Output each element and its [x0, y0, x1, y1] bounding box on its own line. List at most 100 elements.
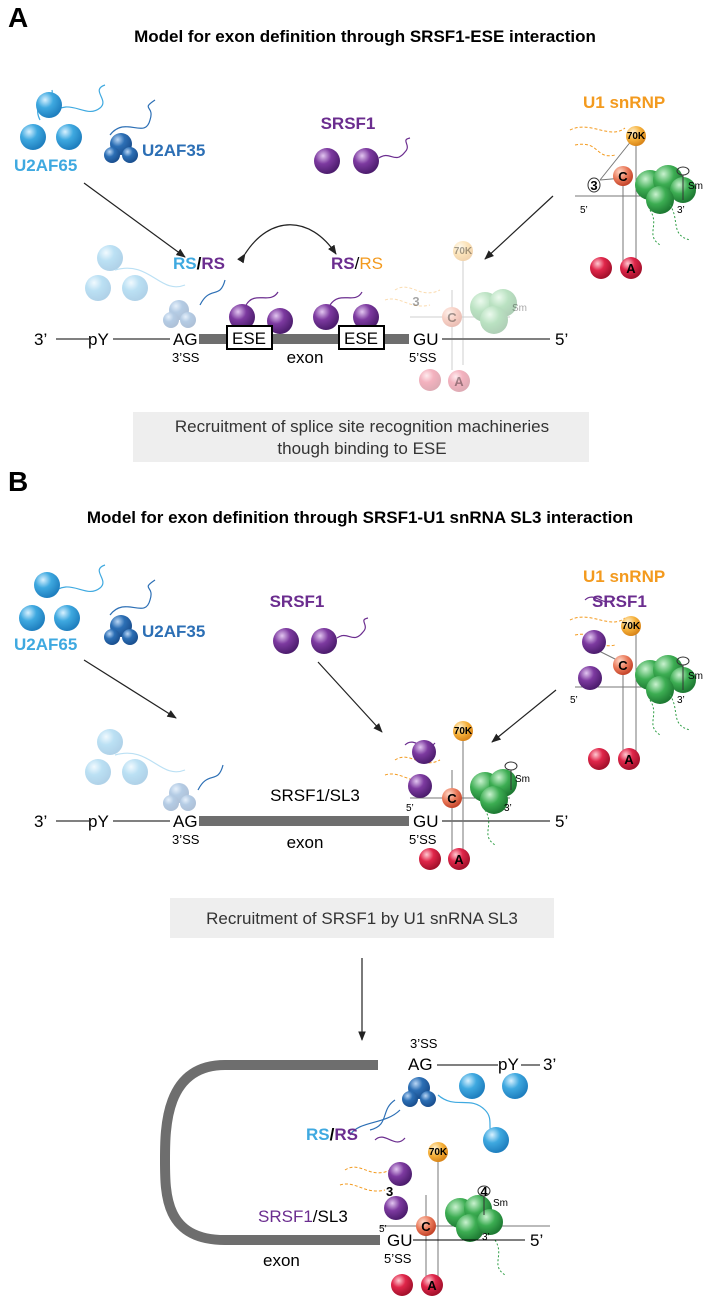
a-5ss: 5’SS [409, 350, 437, 365]
c-5ss: 5’SS [384, 1251, 412, 1266]
srsf1-label: SRSF1 [321, 114, 376, 133]
c-3ss: 3’SS [410, 1036, 438, 1051]
ese-label-1: ESE [232, 329, 266, 348]
arrow-b-srsf1 [317, 661, 383, 733]
c-3prime-u1: 3’ [482, 1232, 490, 1243]
sm-ring [635, 165, 696, 214]
b-5ss: 5’SS [409, 832, 437, 847]
a-py: pY [88, 330, 109, 349]
ese-box-1 [226, 325, 273, 350]
u2af35-protein [104, 99, 156, 163]
recruit-b-text: Recruitment of SRSF1 by U1 snRNA SL3 [206, 909, 518, 928]
u2af35-label: U2AF35 [142, 141, 205, 160]
u2af65-label: U2AF65 [14, 156, 77, 175]
a2-c: C [447, 310, 457, 325]
u2af-bound-c [349, 1073, 528, 1153]
a-gu: GU [413, 330, 439, 349]
a2-sm: Sm [512, 303, 527, 314]
c-c: C [421, 1219, 431, 1234]
a-exon: exon [287, 348, 324, 367]
b-u1-c: C [618, 658, 628, 673]
c-5prime: 5’ [530, 1231, 543, 1250]
double-arrow [237, 224, 337, 264]
c-ag: AG [408, 1055, 433, 1074]
a-3prime: 3’ [34, 330, 47, 349]
c-4: 4 [480, 1184, 488, 1199]
b-3ss: 3’SS [172, 832, 200, 847]
u1-5prime: 5’ [580, 205, 588, 216]
c-red3: 3 [386, 1184, 393, 1199]
c-sm: Sm [493, 1198, 508, 1209]
u1-3prime: 3’ [677, 205, 685, 216]
rs-left: RS/RS [173, 254, 225, 273]
ese-label-2: ESE [344, 329, 378, 348]
u1-srsf1-bound-b [384, 721, 518, 870]
u2af35-protein-b [104, 579, 156, 645]
panel-b-title: Model for exon definition through SRSF1-… [87, 508, 633, 527]
b-u1-70k: 70K [622, 621, 641, 632]
c-py: pY [498, 1055, 519, 1074]
a2-70k: 70K [454, 246, 473, 257]
b2-c: C [447, 791, 457, 806]
arrow-u2af-to-ag [83, 182, 186, 258]
c-3prime: 3’ [543, 1055, 556, 1074]
b2-5prime: 5’ [406, 803, 414, 814]
b-3prime: 3’ [34, 812, 47, 831]
exon-bar-a [199, 334, 409, 344]
recruit-box-b [170, 898, 554, 938]
u1snrnp-label-b: U1 snRNP [583, 567, 665, 586]
ese-box-2 [338, 325, 385, 350]
arrow-b-u2af [83, 659, 177, 719]
b-5prime: 5’ [555, 812, 568, 831]
c-rs: RS/RS [306, 1125, 358, 1144]
u2af65-protein [20, 84, 106, 150]
exon-bar-b [199, 816, 409, 826]
u2af-bound-faded-b [85, 729, 196, 811]
b-py: pY [88, 812, 109, 831]
c-5prime-u1: 5’ [379, 1224, 387, 1235]
u1-70k: 70K [627, 131, 646, 142]
b-u1-sm: Sm [688, 671, 703, 682]
recruit-a-line2: though binding to ESE [277, 439, 446, 458]
b2-sm: Sm [515, 774, 530, 785]
u1-sm: Sm [688, 181, 703, 192]
c-srsf1-sl3: SRSF1/SL3 [258, 1207, 348, 1226]
b-u1-5prime: 5’ [570, 695, 578, 706]
u2af65-protein-b [19, 564, 106, 631]
b-exon: exon [287, 833, 324, 852]
c-70k: 70K [429, 1147, 448, 1158]
u2af65-label-b: U2AF65 [14, 635, 77, 654]
u1-srsf1-bound-c [339, 1136, 550, 1296]
u1-bound-faded [384, 241, 517, 392]
b-u1-3prime: 3’ [677, 695, 685, 706]
recruit-a-line1: Recruitment of splice site recognition m… [175, 417, 549, 436]
b-sl3: SRSF1/SL3 [270, 786, 360, 805]
a-3ss: 3’SS [172, 350, 200, 365]
c-a: A [427, 1278, 437, 1293]
u1-srsf1-complex-b [569, 596, 696, 770]
arrow-b-u1 [491, 689, 557, 743]
b2-70k: 70K [454, 726, 473, 737]
rs-right: RS/RS [331, 254, 383, 273]
u1snrnp-complex [569, 126, 696, 279]
a-5prime: 5’ [555, 330, 568, 349]
recruit-box-a [133, 412, 589, 462]
a2-a: A [454, 374, 464, 389]
b-gu: GU [413, 812, 439, 831]
b-ag: AG [173, 812, 198, 831]
u2af-bound-faded [85, 245, 196, 328]
panel-a-title: Model for exon definition through SRSF1-… [134, 27, 596, 46]
u1-c: C [618, 169, 628, 184]
srsf1-protein-b [273, 617, 369, 654]
exon-loop [159, 1060, 380, 1245]
a2-3: 3 [412, 294, 419, 309]
b2-a: A [454, 852, 464, 867]
panel-a-letter: A [8, 2, 28, 33]
srsf1-label-b: SRSF1 [270, 592, 325, 611]
panel-b-letter: B [8, 466, 28, 497]
c-gu: GU [387, 1231, 413, 1250]
b-u1-a: A [624, 752, 634, 767]
srsf1-bound-ese2 [313, 291, 379, 330]
u1-3: 3 [590, 178, 597, 193]
